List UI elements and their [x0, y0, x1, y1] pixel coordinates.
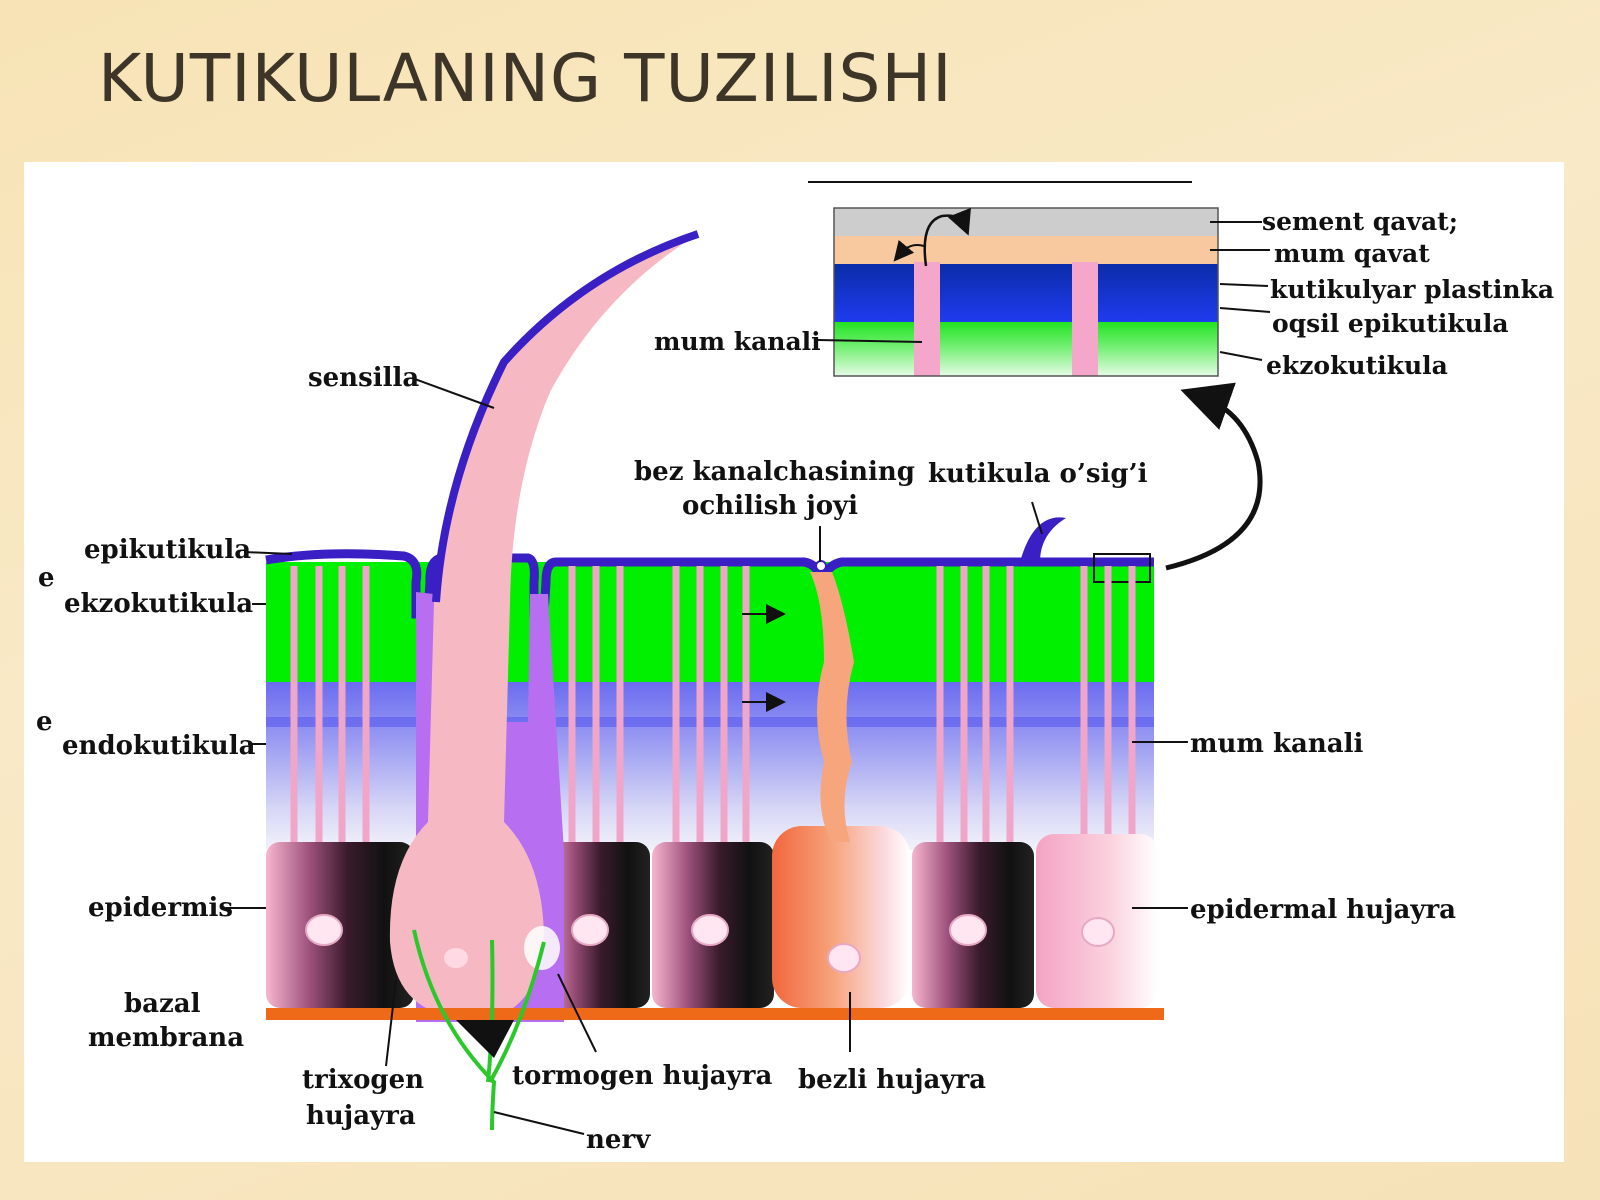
label-trixogen-1: trixogen — [302, 1065, 424, 1095]
exocuticle-layer — [266, 562, 1154, 684]
inset-label-sement: sement qavat; — [1262, 207, 1458, 236]
cuticle-diagram: sensilla epikutikula e ekzokutikula e en… — [24, 162, 1564, 1162]
label-sensilla: sensilla — [308, 363, 419, 393]
inset-wax-layer — [834, 236, 1218, 264]
nerve — [412, 929, 546, 1131]
label-kutikula-osigi: kutikula o’sig’i — [928, 459, 1148, 489]
inset-cuticulin-layer — [834, 264, 1218, 322]
zoom-arrow — [1165, 382, 1263, 571]
label-mum-kanali: mum kanali — [1190, 729, 1363, 759]
inset-label-mum-kanali: mum kanali — [654, 327, 821, 356]
inset-wax-canal — [914, 262, 940, 376]
inset-exocuticle-layer — [834, 322, 1218, 376]
inset-label-mum-qavat: mum qavat — [1274, 239, 1430, 268]
endocuticle-layer — [266, 682, 1154, 850]
label-bezli: bezli hujayra — [798, 1065, 986, 1095]
cuticle-outgrowth — [1020, 517, 1066, 562]
label-bez-1: bez kanalchasining — [634, 457, 915, 487]
label-epikutikula: epikutikula — [84, 535, 251, 565]
label-left-e2: e — [36, 707, 53, 737]
label-bazal-2: membrana — [88, 1023, 244, 1053]
duct-opening — [815, 560, 827, 572]
inset-cement-layer — [834, 208, 1218, 236]
gland-cell — [772, 826, 910, 1008]
basal-membrane — [266, 1008, 1164, 1020]
inset-diagram — [808, 181, 1271, 377]
label-epidermal-hujayra: epidermal hujayra — [1190, 895, 1456, 925]
label-tormogen: tormogen hujayra — [512, 1061, 772, 1091]
label-trixogen-2: hujayra — [306, 1101, 416, 1131]
epidermal-cells — [266, 826, 1158, 1008]
label-bez-2: ochilish joyi — [682, 491, 858, 521]
label-nerv: nerv — [586, 1125, 651, 1155]
inset-source-box — [1093, 553, 1151, 583]
leader-lines — [226, 377, 1188, 1135]
inset-wax-canal — [1072, 262, 1098, 376]
label-bazal-1: bazal — [124, 989, 201, 1019]
inset-label-ekzokutikula: ekzokutikula — [1266, 351, 1448, 380]
gland-duct — [810, 572, 854, 842]
cuticle-block — [265, 517, 1154, 850]
inset-label-oqsil: oqsil epikutikula — [1272, 309, 1509, 338]
diagram-svg: sensilla epikutikula e ekzokutikula e en… — [36, 181, 1554, 1155]
pore-canals — [290, 566, 1136, 842]
label-epidermis: epidermis — [88, 893, 233, 923]
label-endokutikula: endokutikula — [62, 731, 256, 761]
sensilla-hair — [389, 234, 698, 1019]
sensilla-outline — [432, 230, 700, 603]
nerve-base — [456, 1020, 514, 1058]
inset-label-kutikulyar: kutikulyar plastinka — [1270, 275, 1554, 304]
slide-title: KUTIKULANING TUZILISHI — [98, 40, 953, 117]
label-ekzokutikula: ekzokutikula — [64, 589, 253, 619]
label-left-e1: e — [38, 563, 55, 593]
